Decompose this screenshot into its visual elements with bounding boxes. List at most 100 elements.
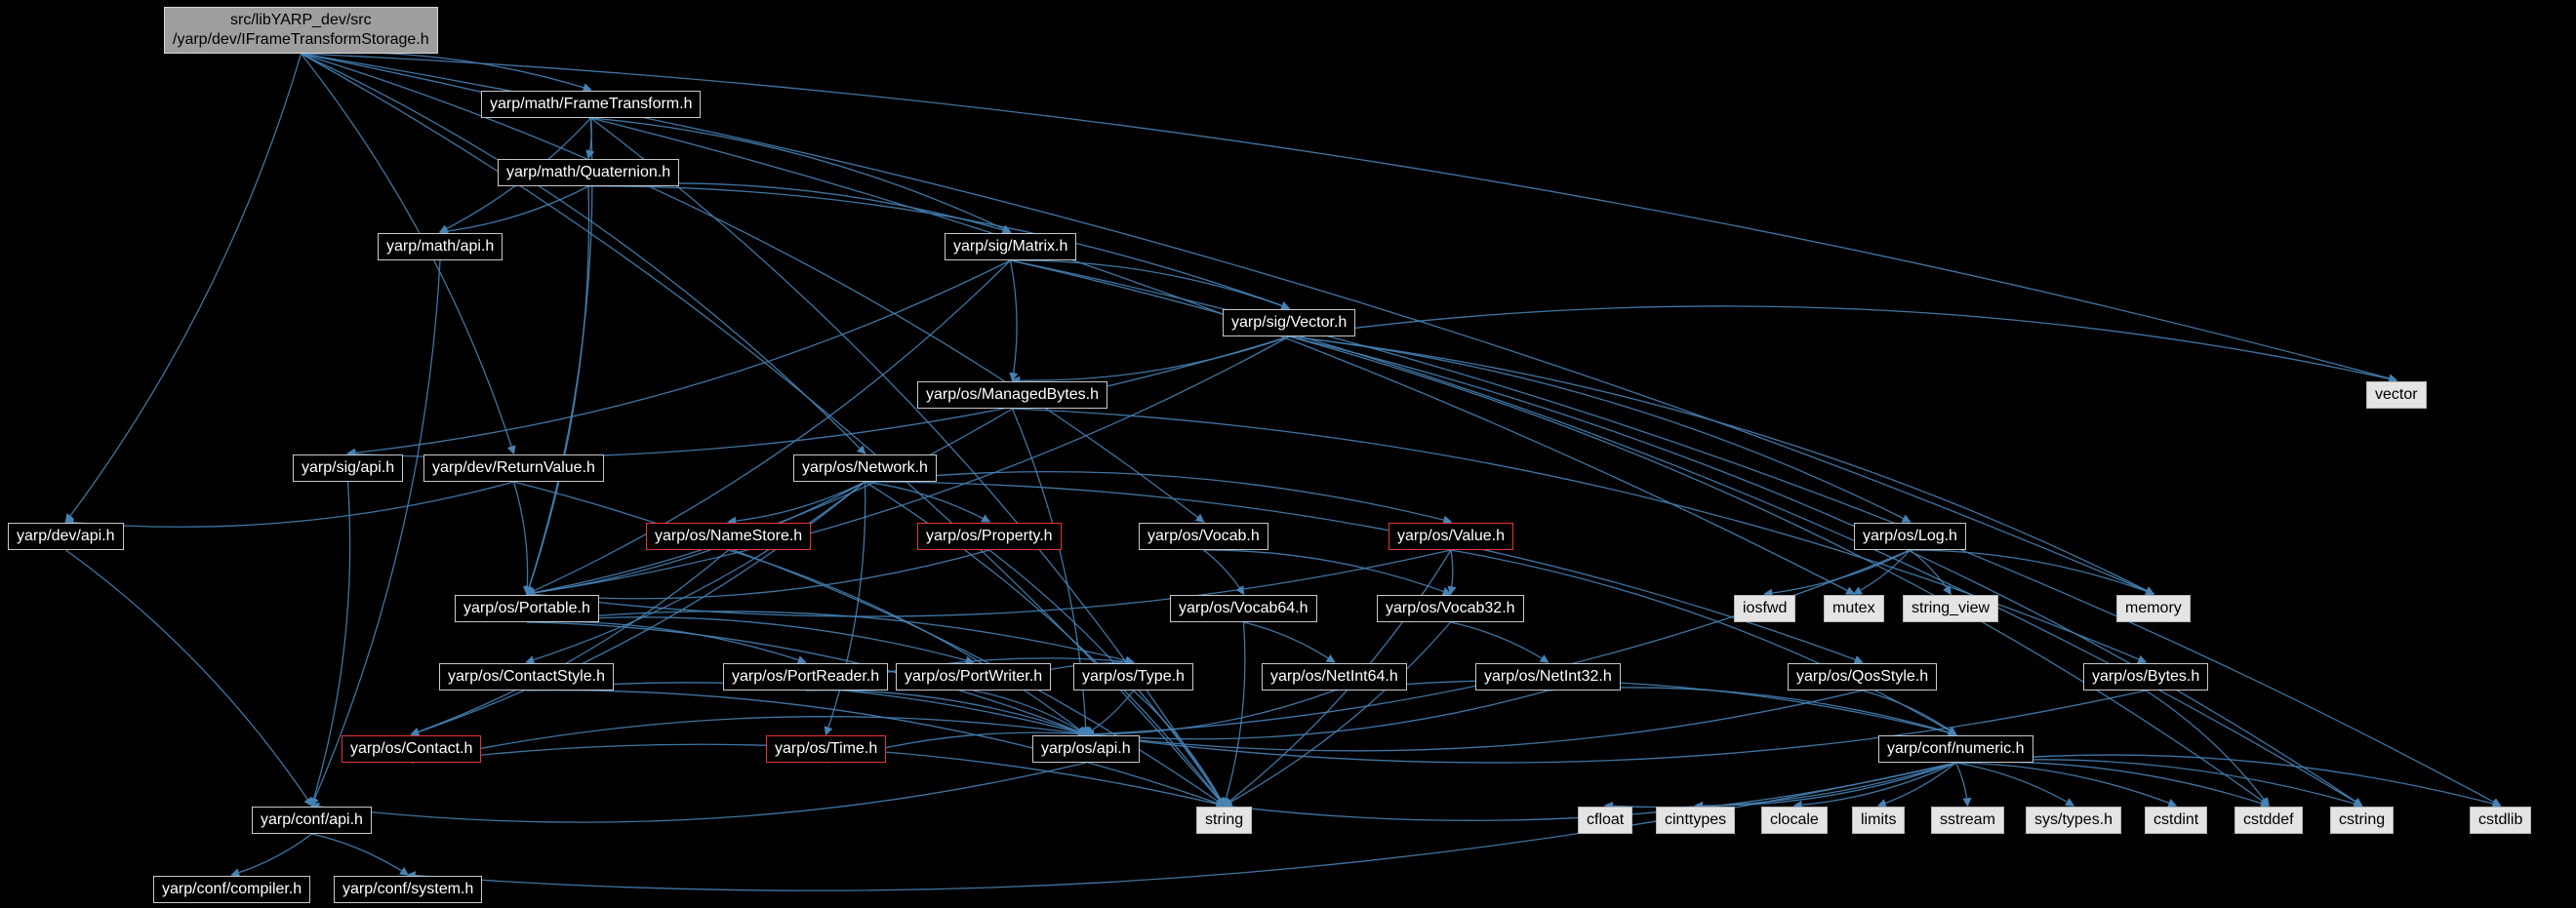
graph-node-cstddef[interactable]: cstddef bbox=[2234, 807, 2303, 834]
graph-node-portable[interactable]: yarp/os/Portable.h bbox=[455, 595, 599, 622]
edge-root-to-network bbox=[301, 53, 866, 454]
edge-log-to-iosfwd bbox=[1763, 549, 1911, 598]
graph-node-portwriter[interactable]: yarp/os/PortWriter.h bbox=[896, 663, 1052, 691]
edge-conf_numeric-to-cfloat bbox=[1603, 762, 1956, 810]
edge-portwriter-to-os_api bbox=[973, 690, 1088, 735]
edge-portable-to-os_api bbox=[526, 621, 1088, 736]
edge-vocab32-to-string bbox=[1223, 621, 1451, 807]
graph-node-property[interactable]: yarp/os/Property.h bbox=[917, 523, 1062, 550]
graph-node-math_api[interactable]: yarp/math/api.h bbox=[378, 233, 503, 260]
graph-node-memory[interactable]: memory bbox=[2116, 595, 2191, 622]
edge-sigvector-to-memory bbox=[1288, 336, 2155, 595]
edge-conf_numeric-to-cinttypes bbox=[1694, 762, 1956, 810]
graph-node-conf_system[interactable]: yarp/conf/system.h bbox=[334, 876, 483, 903]
graph-node-matrix[interactable]: yarp/sig/Matrix.h bbox=[945, 233, 1077, 260]
edge-value-to-vocab32 bbox=[1447, 549, 1457, 596]
edge-qosstyle-to-conf_numeric bbox=[1862, 690, 1957, 735]
edge-sigvector-to-portable bbox=[525, 336, 1290, 598]
edge-frametransform-to-matrix bbox=[590, 117, 1012, 233]
graph-node-limits[interactable]: limits bbox=[1852, 807, 1906, 834]
graph-node-vector[interactable]: vector bbox=[2366, 381, 2427, 409]
graph-node-managedbytes[interactable]: yarp/os/ManagedBytes.h bbox=[917, 381, 1107, 409]
graph-node-os_api[interactable]: yarp/os/api.h bbox=[1032, 735, 1140, 763]
graph-node-network[interactable]: yarp/os/Network.h bbox=[793, 454, 937, 482]
graph-node-cstring[interactable]: cstring bbox=[2330, 807, 2395, 834]
edge-namestore-to-contact bbox=[410, 549, 729, 736]
edge-matrix-to-portable bbox=[525, 259, 1011, 595]
graph-node-log[interactable]: yarp/os/Log.h bbox=[1854, 523, 1966, 550]
edge-type-to-os_api bbox=[1084, 690, 1135, 735]
graph-node-cinttypes[interactable]: cinttypes bbox=[1656, 807, 1736, 834]
graph-node-root: src/libYARP_dev/src/yarp/dev/IFrameTrans… bbox=[164, 7, 438, 54]
edge-quaternion-to-sigvector bbox=[587, 185, 1291, 310]
edge-quaternion-to-matrix bbox=[587, 182, 1012, 235]
graph-node-conf_numeric[interactable]: yarp/conf/numeric.h bbox=[1878, 735, 2033, 763]
graph-node-sig_api[interactable]: yarp/sig/api.h bbox=[293, 454, 404, 482]
edge-log-to-string_view bbox=[1910, 549, 1952, 596]
graph-node-contact[interactable]: yarp/os/Contact.h bbox=[342, 735, 482, 763]
edge-vocab-to-vocab32 bbox=[1203, 549, 1452, 596]
graph-node-sys_types[interactable]: sys/types.h bbox=[2026, 807, 2122, 834]
edge-network-to-qosstyle bbox=[865, 481, 1864, 664]
edge-quaternion-to-math_api bbox=[438, 185, 589, 236]
graph-node-netint64[interactable]: yarp/os/NetInt64.h bbox=[1262, 663, 1407, 691]
edge-sigvector-to-cstddef bbox=[1288, 336, 2271, 807]
edge-portable-to-type bbox=[526, 611, 1135, 665]
graph-node-sstream[interactable]: sstream bbox=[1931, 807, 2004, 834]
edge-network-to-string bbox=[865, 481, 1226, 808]
edge-frametransform-to-string bbox=[590, 117, 1226, 808]
graph-node-qosstyle[interactable]: yarp/os/QosStyle.h bbox=[1788, 663, 1938, 691]
graph-node-quaternion[interactable]: yarp/math/Quaternion.h bbox=[498, 159, 680, 186]
edge-conf_numeric-to-clocale bbox=[1792, 762, 1956, 809]
edge-network-to-time bbox=[824, 481, 866, 736]
edge-netint32-to-os_api bbox=[1084, 690, 1549, 740]
edge-matrix-to-sigvector bbox=[1010, 259, 1291, 310]
edge-vocab64-to-netint64 bbox=[1243, 621, 1336, 663]
graph-node-mutex[interactable]: mutex bbox=[1824, 595, 1884, 622]
graph-node-type[interactable]: yarp/os/Type.h bbox=[1073, 663, 1193, 691]
graph-node-iosfwd[interactable]: iosfwd bbox=[1734, 595, 1796, 622]
graph-node-vocab32[interactable]: yarp/os/Vocab32.h bbox=[1377, 595, 1524, 622]
graph-node-cfloat[interactable]: cfloat bbox=[1578, 807, 1633, 834]
graph-node-conf_compiler[interactable]: yarp/conf/compiler.h bbox=[153, 876, 311, 903]
edge-bytes-to-cstddef bbox=[2145, 690, 2270, 808]
graph-node-namestore[interactable]: yarp/os/NameStore.h bbox=[646, 523, 812, 550]
edge-namestore-to-os_api bbox=[728, 549, 1088, 735]
graph-node-contactstyle[interactable]: yarp/os/ContactStyle.h bbox=[439, 663, 614, 691]
edge-conf_api-to-conf_compiler bbox=[230, 833, 312, 878]
edge-netint64-to-os_api bbox=[1084, 690, 1335, 739]
edge-sigvector-to-log bbox=[1288, 336, 1912, 523]
graph-node-time[interactable]: yarp/os/Time.h bbox=[766, 735, 887, 763]
graph-node-portreader[interactable]: yarp/os/PortReader.h bbox=[723, 663, 889, 691]
graph-node-sigvector[interactable]: yarp/sig/Vector.h bbox=[1223, 309, 1356, 336]
edge-log-to-mutex bbox=[1852, 549, 1911, 595]
graph-node-cstdint[interactable]: cstdint bbox=[2145, 807, 2208, 834]
graph-node-dev_api[interactable]: yarp/dev/api.h bbox=[8, 523, 124, 550]
edge-conf_numeric-to-cstddef bbox=[1955, 761, 2271, 808]
edge-type-to-string bbox=[1133, 690, 1226, 808]
edge-root-to-mutex bbox=[301, 53, 1856, 595]
graph-node-cstdlib[interactable]: cstdlib bbox=[2470, 807, 2532, 834]
edge-conf_numeric-to-sstream bbox=[1954, 762, 1972, 808]
graph-node-frametransform[interactable]: yarp/math/FrameTransform.h bbox=[481, 91, 702, 118]
graph-node-vocab[interactable]: yarp/os/Vocab.h bbox=[1139, 523, 1268, 550]
graph-node-netint32[interactable]: yarp/os/NetInt32.h bbox=[1475, 663, 1621, 691]
edge-returnvalue-to-portable bbox=[512, 481, 533, 596]
edge-vocab32-to-netint32 bbox=[1450, 621, 1550, 663]
edge-conf_numeric-to-limits bbox=[1876, 762, 1956, 808]
edge-network-to-value bbox=[865, 470, 1453, 525]
graph-node-bytes[interactable]: yarp/os/Bytes.h bbox=[2083, 663, 2209, 691]
graph-node-vocab64[interactable]: yarp/os/Vocab64.h bbox=[1170, 595, 1317, 622]
edge-contact-to-os_api bbox=[411, 716, 1088, 764]
edge-math_api-to-conf_api bbox=[310, 259, 441, 808]
graph-node-conf_api[interactable]: yarp/conf/api.h bbox=[252, 807, 372, 834]
edge-contactstyle-to-string bbox=[526, 690, 1226, 808]
graph-node-returnvalue[interactable]: yarp/dev/ReturnValue.h bbox=[423, 454, 604, 482]
graph-node-clocale[interactable]: clocale bbox=[1761, 807, 1828, 834]
graph-node-value[interactable]: yarp/os/Value.h bbox=[1389, 523, 1513, 550]
graph-node-string[interactable]: string bbox=[1196, 807, 1253, 834]
edge-network-to-portable bbox=[525, 481, 865, 598]
edge-managedbytes-to-portable bbox=[525, 408, 1013, 598]
graph-node-string_view[interactable]: string_view bbox=[1903, 595, 1999, 622]
